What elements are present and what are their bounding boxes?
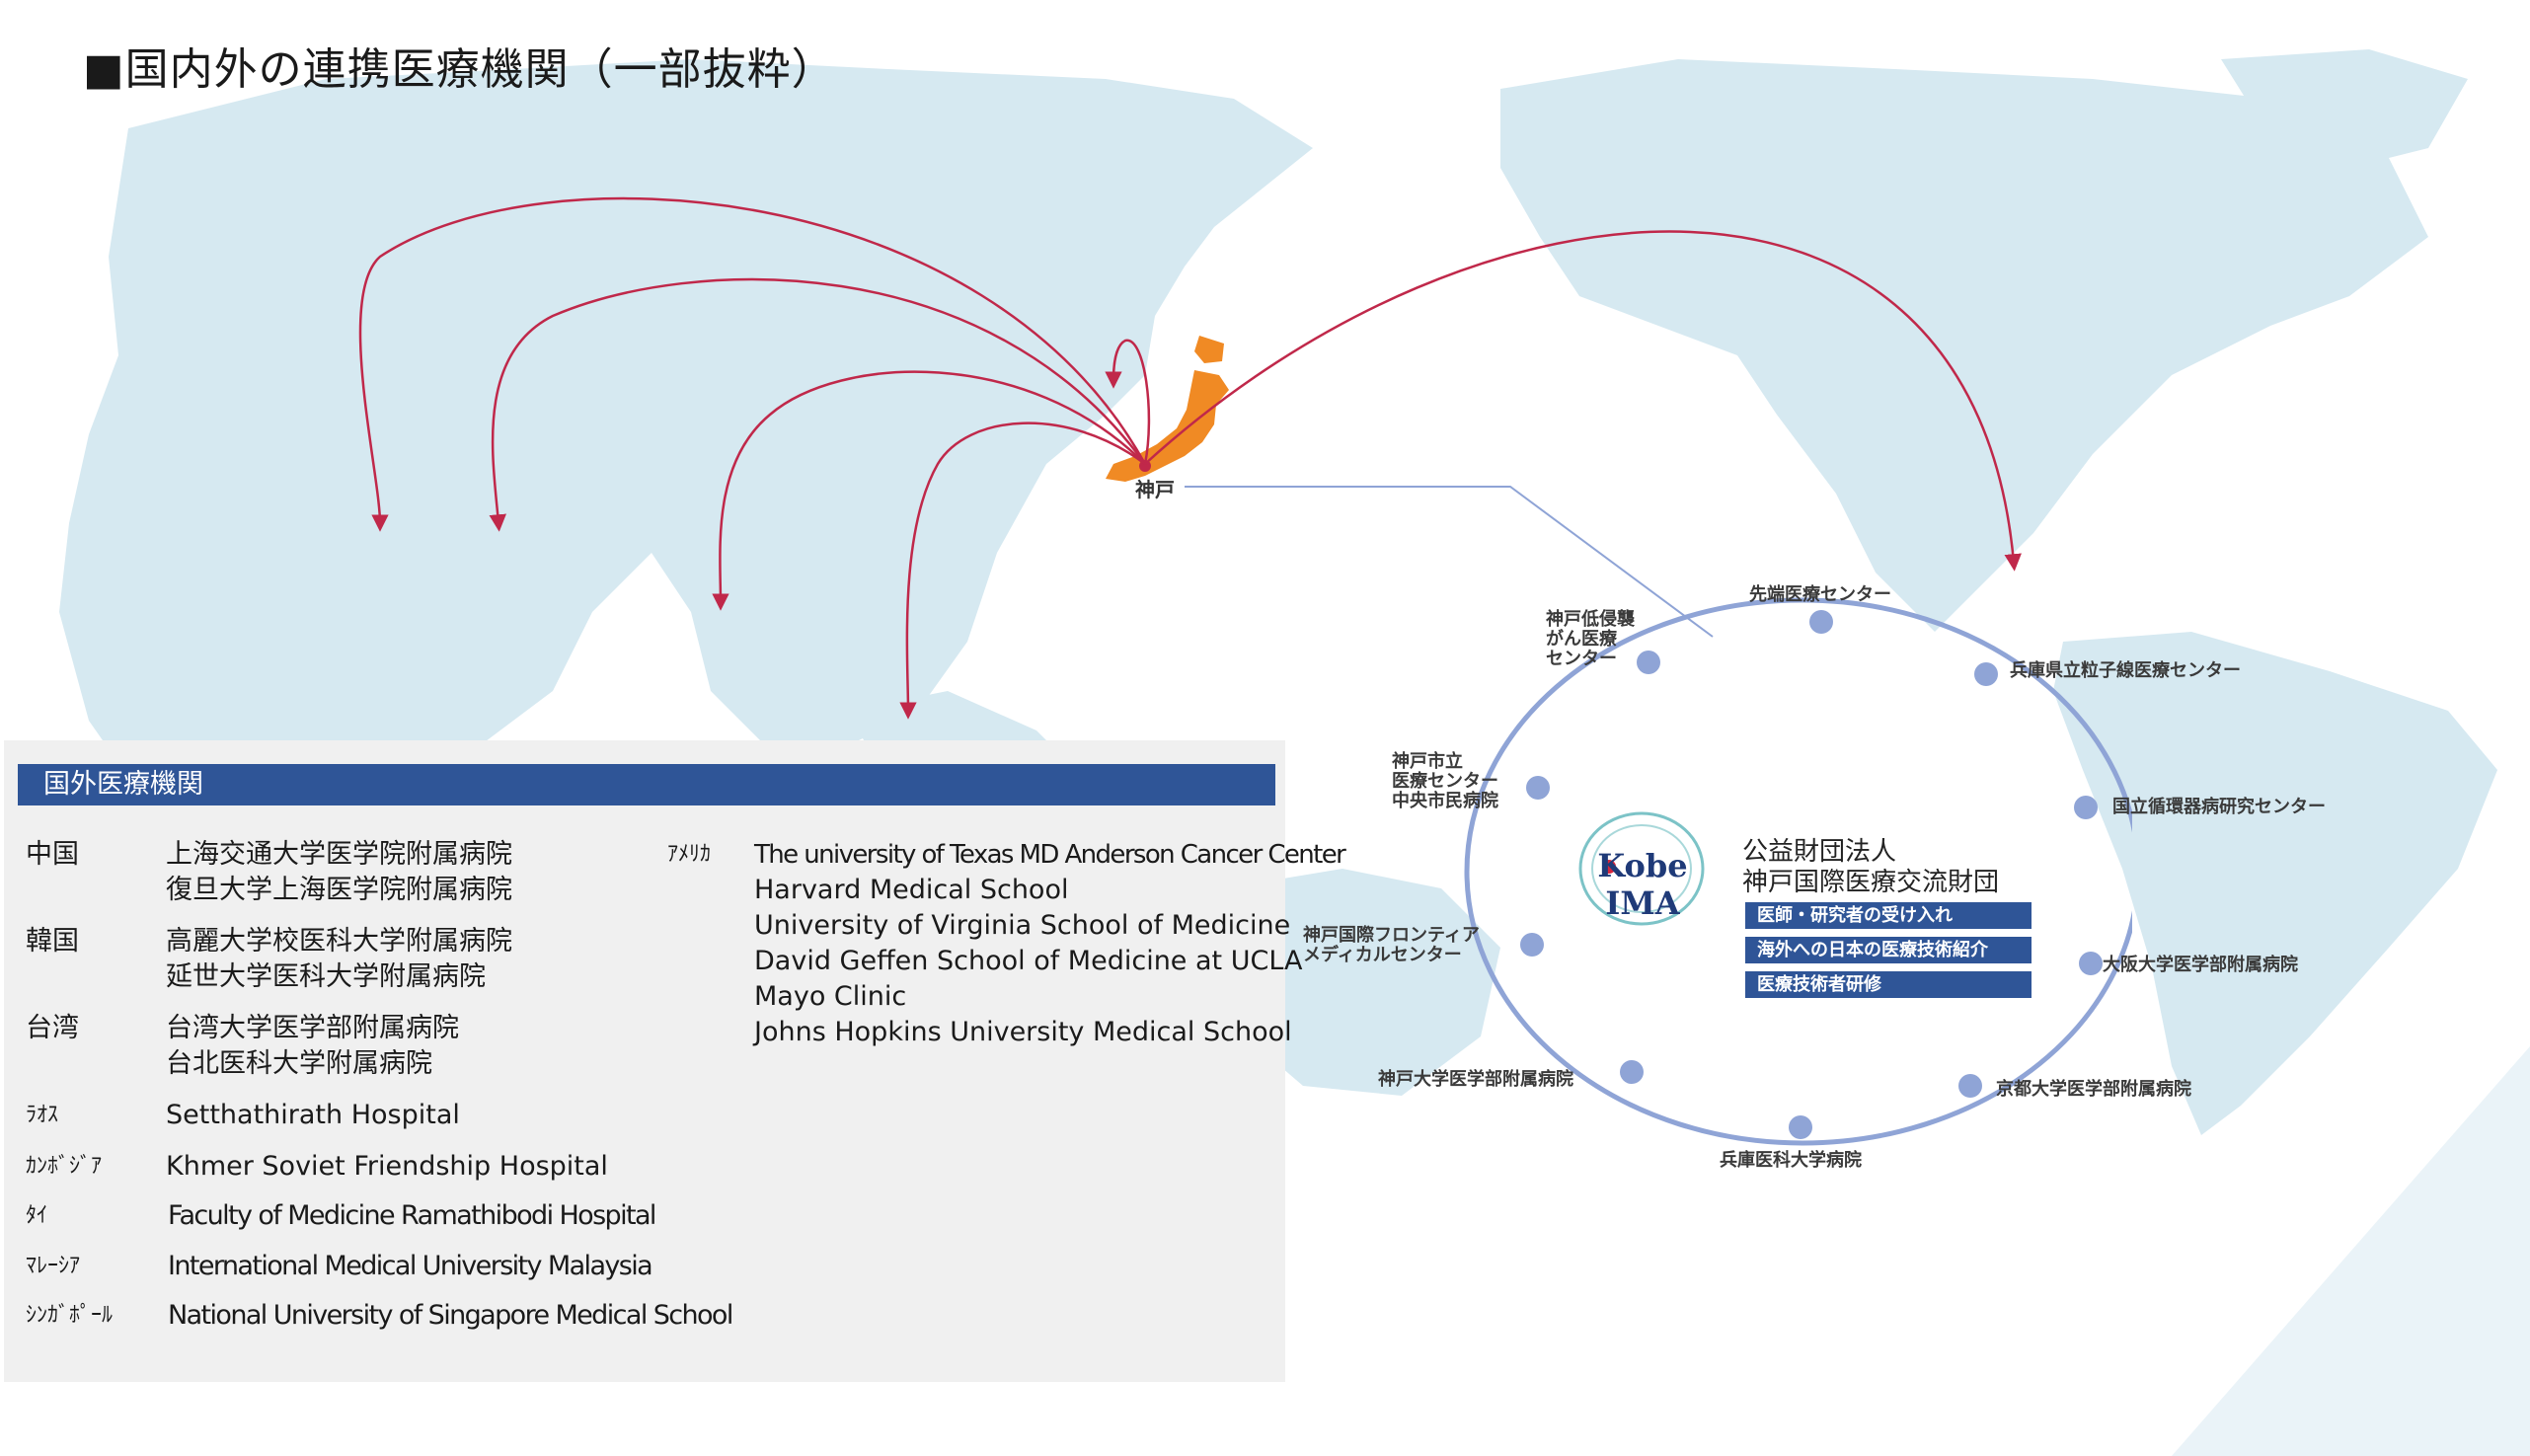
country-thailand: ﾀｲ (26, 1203, 48, 1228)
page-title: ■国内外の連携医療機関（一部抜粋） (83, 44, 836, 95)
service-box: 海外への日本の医療技術紹介 (1745, 937, 2032, 963)
land-south-america (2053, 632, 2497, 1135)
land-new-zealand (1382, 958, 1461, 1066)
country-singapore: ｼﾝｶﾞﾎﾟｰﾙ (26, 1303, 114, 1328)
country-taiwan: 台湾 (26, 1013, 79, 1043)
institution: Faculty of Medicine Ramathibodi Hospital (168, 1200, 656, 1231)
japan-shape (1106, 370, 1229, 482)
institution: 高麗大学校医科大学附属病院 (166, 926, 512, 957)
country-malaysia: ﾏﾚｰｼｱ (26, 1254, 81, 1278)
institution: Mayo Clinic (754, 981, 907, 1012)
node-label: 神戸大学医学部附属病院 (1378, 1069, 1573, 1090)
ring-node (1526, 776, 1550, 800)
service-box: 医師・研究者の受け入れ (1745, 902, 2032, 929)
arc-to-korea (1105, 339, 1151, 465)
country-usa: ｱﾒﾘｶ (667, 842, 712, 867)
land-north-america (1500, 59, 2428, 632)
org-name: 神戸国際医療交流財団 (1742, 868, 2000, 897)
node-label: 神戸市立 医療センター 中央市民病院 (1392, 751, 1498, 811)
ring-node (1958, 1074, 1982, 1098)
arc-to-america (1144, 230, 2022, 572)
ring-node (1520, 933, 1544, 957)
institution: Harvard Medical School (754, 875, 1069, 905)
ring-node (1789, 1115, 1812, 1139)
arc-to-west-asia (358, 196, 1147, 532)
ring-node (2074, 796, 2098, 819)
institution: Setthathirath Hospital (166, 1100, 460, 1130)
service-box: 医療技術者研修 (1745, 971, 2032, 998)
institution: 復旦大学上海医学院附属病院 (166, 875, 512, 905)
country-korea: 韓国 (26, 926, 79, 957)
node-label: 神戸国際フロンティア メディカルセンター (1303, 925, 1480, 965)
institution: 台湾大学医学部附属病院 (166, 1013, 459, 1043)
decorative-swoosh (2172, 1046, 2530, 1456)
kobe-label: 神戸 (1135, 478, 1175, 501)
overseas-institutions-panel: 国外医療機関 中国 上海交通大学医学院附属病院 復旦大学上海医学院附属病院 韓国… (4, 740, 1346, 1382)
node-label: 国立循環器病研究センター (2112, 797, 2326, 817)
node-label: 大阪大学医学部附属病院 (2103, 955, 2298, 975)
land-greenland (2221, 49, 2468, 168)
institution: National University of Singapore Medical… (168, 1300, 733, 1331)
institution: Johns Hopkins University Medical School (754, 1017, 1292, 1047)
institution: University of Virginia School of Medicin… (754, 910, 1291, 941)
connector-line (1185, 486, 1714, 638)
ring-node (1809, 610, 1833, 634)
node-label: 京都大学医学部附属病院 (1996, 1079, 2191, 1100)
country-laos: ﾗｵｽ (26, 1103, 59, 1127)
institution: David Geffen School of Medicine at UCLA (754, 946, 1303, 976)
ring-node (1620, 1060, 1644, 1084)
domestic-network-ring (1464, 597, 2132, 1146)
country-cambodia: ｶﾝﾎﾞｼﾞｱ (26, 1154, 103, 1179)
node-label: 兵庫県立粒子線医療センター (2010, 660, 2241, 681)
ring-node (1637, 651, 1660, 674)
network-ring (1464, 597, 2132, 1146)
institution: 上海交通大学医学院附属病院 (166, 839, 512, 870)
country-china: 中国 (26, 839, 79, 870)
arc-to-middle-east (489, 277, 1147, 532)
institution: International Medical University Malaysi… (168, 1251, 653, 1281)
node-label: 神戸低侵襲 がん医療 センター (1546, 609, 1635, 669)
arc-to-india (712, 370, 1146, 611)
node-label: 先端医療センター (1749, 584, 1891, 605)
japan-hokkaido (1194, 336, 1224, 363)
institution: The university of Texas MD Anderson Canc… (754, 840, 1346, 870)
org-type: 公益財団法人 (1742, 837, 1897, 867)
node-label: 兵庫医科大学病院 (1720, 1150, 1862, 1171)
institution: Khmer Soviet Friendship Hospital (166, 1151, 608, 1182)
kobe-ima-logo (1578, 811, 1705, 926)
logo-text: Kobe IMA (1597, 847, 1688, 922)
institution: 台北医科大学附属病院 (166, 1048, 432, 1079)
arc-to-southeast-asia (899, 421, 1146, 720)
ring-node (1974, 662, 1998, 686)
ring-node (2079, 952, 2103, 975)
panel-header: 国外医療機関 (18, 764, 1275, 805)
institution: 延世大学医科大学附属病院 (166, 961, 486, 992)
